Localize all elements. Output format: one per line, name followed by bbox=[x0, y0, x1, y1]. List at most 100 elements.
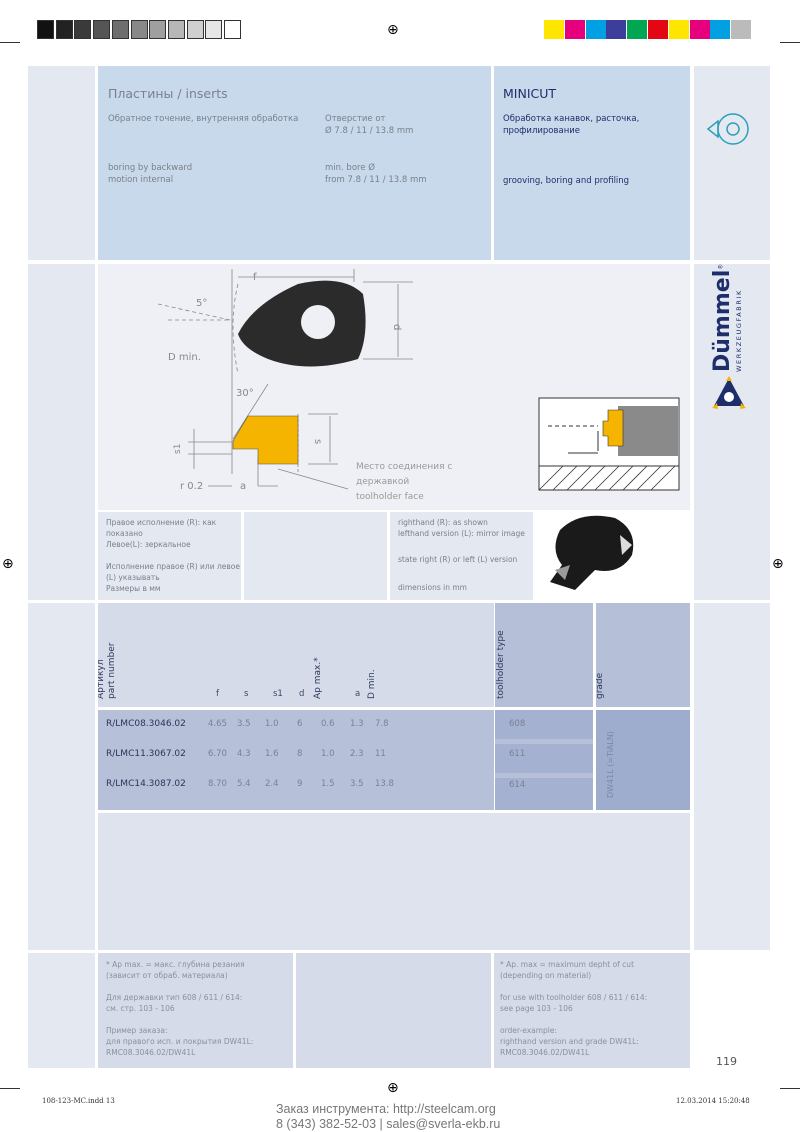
notes-en-panel: * Ap. max = maximum depht of cut (depend… bbox=[494, 953, 690, 1068]
blank-panel bbox=[98, 813, 690, 950]
gray-swatch bbox=[167, 20, 185, 39]
col-grade: Стандартное покрытие standard carbide gr… bbox=[596, 672, 605, 699]
logo-sub: WERKZEUGFABRIK bbox=[735, 289, 743, 372]
left-margin-panel bbox=[28, 66, 95, 260]
col-d: d bbox=[299, 689, 305, 699]
color-swatch bbox=[544, 20, 564, 39]
crop-mark bbox=[780, 1088, 800, 1089]
logo-reg: ® bbox=[717, 263, 725, 270]
drawing-panel: f d 5° D min. 30° s s1 r 0.2 a Место сое… bbox=[98, 264, 690, 510]
cell-part: R/LMC14.3087.02 bbox=[106, 779, 186, 789]
cell-a: 2.3 bbox=[350, 749, 364, 759]
cell-f: 8.70 bbox=[208, 779, 227, 789]
description-ru: Обратное точение, внутренняя обработка bbox=[108, 114, 299, 124]
notes-blank-panel bbox=[296, 953, 491, 1068]
cell-ap: 1.5 bbox=[321, 779, 335, 789]
cell-ap: 0.6 bbox=[321, 719, 335, 729]
cell-a: 1.3 bbox=[350, 719, 364, 729]
notes-en: * Ap. max = maximum depht of cut (depend… bbox=[500, 960, 648, 1057]
product-desc-ru: Обработка канавок, расточка, профилирова… bbox=[503, 114, 640, 136]
right-margin-panel bbox=[694, 603, 770, 950]
holder-header: Тип державки toolholder type bbox=[495, 603, 593, 707]
col-s1: s1 bbox=[273, 689, 283, 699]
col-a: a bbox=[355, 689, 361, 699]
cell-part: R/LMC11.3067.02 bbox=[106, 749, 186, 759]
dim-r: r 0.2 bbox=[180, 481, 203, 492]
holder-608: 608 bbox=[509, 719, 526, 729]
color-swatch bbox=[648, 20, 668, 39]
info-ru: Правое исполнение (R): как показано Лево… bbox=[106, 518, 240, 593]
dim-d: d bbox=[391, 324, 402, 330]
crop-mark bbox=[0, 1088, 20, 1089]
gray-swatch bbox=[93, 20, 111, 39]
page-number: 119 bbox=[716, 1055, 737, 1068]
cell-f: 4.65 bbox=[208, 719, 227, 729]
angle-5: 5° bbox=[196, 298, 207, 309]
dim-dmin: D min. bbox=[168, 352, 201, 363]
info-ru-panel: Правое исполнение (R): как показано Лево… bbox=[98, 512, 241, 600]
footer-order-line: Заказ инструмента: http://steelcam.org bbox=[276, 1102, 496, 1116]
cell-s: 5.4 bbox=[237, 779, 251, 789]
product-name: MINICUT bbox=[503, 86, 557, 101]
crop-mark bbox=[780, 42, 800, 43]
cell-dmin: 7.8 bbox=[375, 719, 389, 729]
cell-s1: 1.6 bbox=[265, 749, 279, 759]
color-swatch bbox=[627, 20, 648, 39]
dummel-logo: Dümmel® WERKZEUGFABRIK bbox=[710, 264, 743, 372]
cell-d: 6 bbox=[297, 719, 303, 729]
color-swatch bbox=[585, 20, 606, 39]
slug-file: 108-123-MC.indd 13 bbox=[42, 1097, 115, 1105]
bore-ru: Отверстие от Ø 7.8 / 11 / 13.8 mm bbox=[325, 114, 414, 136]
minicut-insert-icon bbox=[706, 113, 749, 145]
gray-swatch bbox=[149, 20, 167, 39]
cell-dmin: 13.8 bbox=[375, 779, 394, 789]
dim-s: s bbox=[312, 439, 323, 444]
logo-brand: Dümmel bbox=[710, 269, 735, 372]
cell-dmin: 11 bbox=[375, 749, 386, 759]
holder-614: 614 bbox=[509, 780, 526, 790]
grade-header: Стандартное покрытие standard carbide gr… bbox=[596, 603, 690, 707]
info-en-1: righthand (R): as shown lefthand version… bbox=[398, 518, 525, 538]
registration-mark-icon: ⊕ bbox=[2, 556, 14, 572]
notes-ru-panel: * Ap max. = макс. глубина резания (завис… bbox=[98, 953, 293, 1068]
footer-contact-line: 8 (343) 382-52-03 | sales@sverla-ekb.ru bbox=[276, 1117, 501, 1131]
dim-f: f bbox=[253, 272, 257, 283]
col-dmin: D min. bbox=[367, 669, 377, 699]
col-ap-max: Ap max.* bbox=[313, 657, 323, 699]
angle-30: 30° bbox=[236, 388, 254, 399]
gray-swatch bbox=[224, 20, 241, 39]
info-en-2: state right (R) or left (L) version bbox=[398, 555, 518, 564]
logo-panel: Dümmel® WERKZEUGFABRIK bbox=[694, 264, 770, 600]
insert-drawing: f d 5° D min. 30° s s1 r 0.2 a bbox=[158, 269, 413, 492]
gray-swatch bbox=[55, 20, 73, 39]
cell-s1: 1.0 bbox=[265, 719, 279, 729]
dim-s1: s1 bbox=[173, 444, 183, 454]
bore-en: min. bore Ø from 7.8 / 11 / 13.8 mm bbox=[325, 163, 427, 185]
gray-swatch bbox=[111, 20, 129, 39]
left-margin-panel bbox=[28, 953, 95, 1068]
holder-611: 611 bbox=[509, 749, 526, 759]
cell-d: 8 bbox=[297, 749, 303, 759]
cell-d: 9 bbox=[297, 779, 303, 789]
color-swatch bbox=[606, 20, 627, 39]
registration-mark-icon: ⊕ bbox=[772, 556, 784, 572]
cell-a: 3.5 bbox=[350, 779, 364, 789]
gray-swatch bbox=[74, 20, 92, 39]
left-margin-panel bbox=[28, 603, 95, 950]
toolholder-face-note: Место соединения с державкой toolholder … bbox=[356, 462, 453, 502]
gray-swatch bbox=[205, 20, 223, 39]
cell-s: 3.5 bbox=[237, 719, 251, 729]
col-toolholder-type: Тип державки toolholder type bbox=[496, 630, 506, 699]
color-swatch bbox=[668, 20, 689, 39]
left-margin-panel bbox=[28, 264, 95, 600]
color-swatch bbox=[710, 20, 731, 39]
cell-s: 4.3 bbox=[237, 749, 251, 759]
cell-ap: 1.0 bbox=[321, 749, 335, 759]
color-swatch bbox=[731, 20, 752, 39]
color-swatch bbox=[689, 20, 710, 39]
col-part-number: Артикул part number bbox=[98, 642, 117, 699]
